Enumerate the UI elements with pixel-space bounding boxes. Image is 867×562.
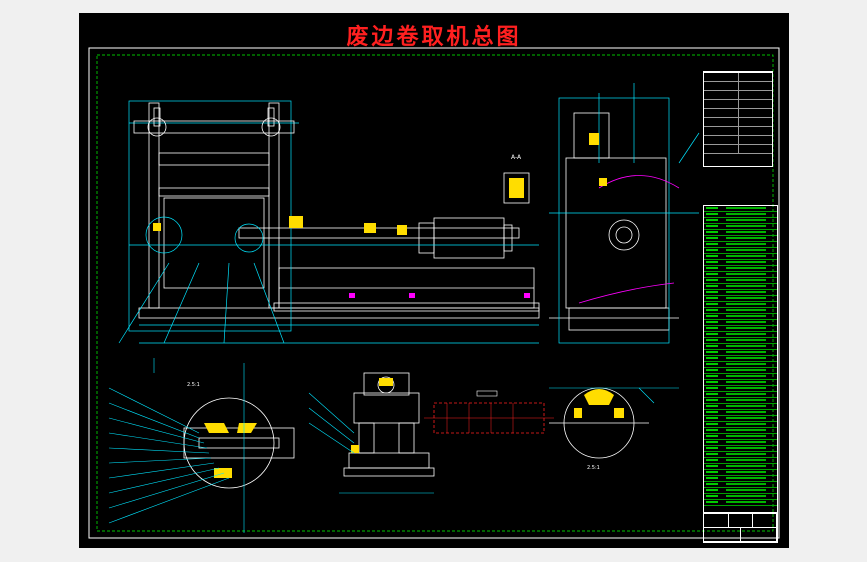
parameters-row [704,100,772,109]
detail-scale-left: 2.5:1 [187,382,200,388]
detail-view-left-leaders [108,358,245,533]
bom-row [704,290,777,296]
bom-row [704,296,777,302]
bom-row [704,440,777,446]
bom-row [704,320,777,326]
bom-row [704,350,777,356]
bom-row [704,338,777,344]
drawing-sheet: 废边卷取机总图 [79,13,789,548]
parameters-row [704,73,772,82]
bom-row [704,332,777,338]
title-block [703,513,778,543]
bom-row [704,356,777,362]
bom-row [704,374,777,380]
bill-of-materials [703,205,778,513]
section-label: A-A [511,154,522,161]
parameters-row [704,91,772,100]
bom-row [704,260,777,266]
bom-row [704,236,777,242]
parameters-row [704,82,772,91]
bom-row [704,398,777,404]
bom-row [704,344,777,350]
section-view-small [503,172,530,204]
bom-row [704,212,777,218]
bearing-seat-parts [351,378,393,453]
parameters-row [704,127,772,136]
bom-row [704,326,777,332]
bom-row [704,284,777,290]
bom-row [704,314,777,320]
bom-row [704,482,777,488]
bom-row [704,476,777,482]
drawing-title: 废边卷取机总图 [346,24,522,50]
bom-row [704,494,777,500]
title-block-cell [740,527,777,542]
bom-row [704,386,777,392]
bom-row [704,278,777,284]
bom-row [704,422,777,428]
bom-row [704,380,777,386]
bom-row [704,248,777,254]
detail-scale-right: 2.5:1 [587,465,600,471]
main-view-dimensions [118,100,539,344]
detail-view-right-leaders [549,387,679,404]
bom-row [704,392,777,398]
parameters-row [704,118,772,127]
bom-row [704,254,777,260]
bom-row [704,458,777,464]
bom-row [704,206,777,212]
main-front-view [138,102,540,319]
bom-row [704,242,777,248]
bearing-seat-view [343,372,435,477]
top-roller-assembly [133,107,295,137]
bom-row [704,230,777,236]
side-view-arc [578,175,680,304]
bom-row [704,434,777,440]
bom-row [704,224,777,230]
bom-row [704,362,777,368]
bom-row [704,416,777,422]
bom-row [704,218,777,224]
bom-row [704,410,777,416]
parameters-row [704,145,772,154]
bom-row [704,404,777,410]
bom-row [704,272,777,278]
bom-row [704,488,777,494]
main-view-section-marks [349,293,530,298]
parameters-row [704,136,772,145]
bom-row [704,446,777,452]
side-view [549,112,679,331]
title-block-cell [704,527,741,542]
detail-view-left [183,397,295,489]
detail-view-right-parts [574,389,624,418]
bom-row [704,428,777,434]
bom-row [704,500,777,506]
bom-row [704,368,777,374]
technical-parameters-table [703,71,773,167]
title-block-cell [704,514,729,528]
shaft-section-view [424,390,554,434]
bom-row [704,464,777,470]
bom-row [704,470,777,476]
side-view-parts [589,133,607,186]
parameters-row [704,109,772,118]
bom-row [704,308,777,314]
side-view-dimensions [549,83,700,344]
title-block-cell [752,514,777,528]
bom-row [704,302,777,308]
bom-row [704,452,777,458]
bom-row [704,266,777,272]
main-view-parts [153,216,407,235]
parameters-table-header [704,72,772,73]
title-block-cell [728,514,753,528]
bearing-seat-leaders [308,392,434,494]
cad-drawing-canvas: A-A [88,47,780,539]
